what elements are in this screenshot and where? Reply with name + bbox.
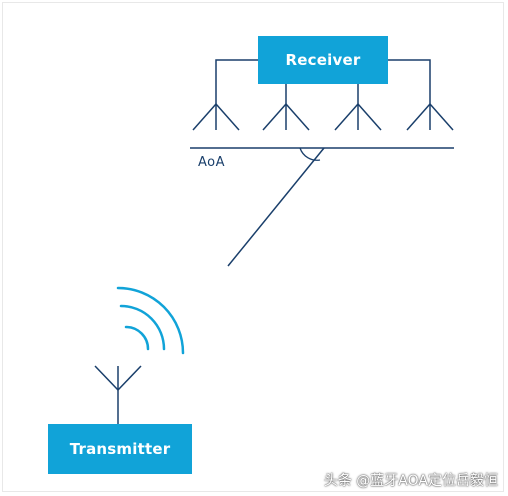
signal-waves-icon	[116, 286, 185, 355]
wave-medium	[119, 304, 166, 351]
wire-left	[215, 59, 258, 104]
aoa-angle-label: AoA	[198, 155, 226, 170]
wave-large	[116, 286, 185, 355]
signal-path-line	[227, 147, 325, 267]
diagram-frame	[2, 2, 504, 492]
receiver-label: Receiver	[285, 51, 361, 69]
antenna-icon	[192, 103, 240, 131]
transmitter-box: Transmitter	[48, 424, 192, 474]
receiver-box: Receiver	[258, 36, 388, 84]
wire-right	[388, 59, 431, 104]
antenna-icon	[262, 103, 310, 131]
watermark-text: 头条 @蓝牙AOA定位岳毅恒	[323, 473, 498, 489]
antenna-array	[192, 103, 454, 131]
antenna-icon	[334, 103, 382, 131]
receiver-wiring	[215, 59, 431, 104]
angle-arc	[299, 147, 321, 161]
transmitter-antenna-icon	[94, 365, 142, 424]
antenna-icon	[406, 103, 454, 131]
wave-small	[124, 325, 150, 351]
transmitter-label: Transmitter	[69, 440, 171, 458]
